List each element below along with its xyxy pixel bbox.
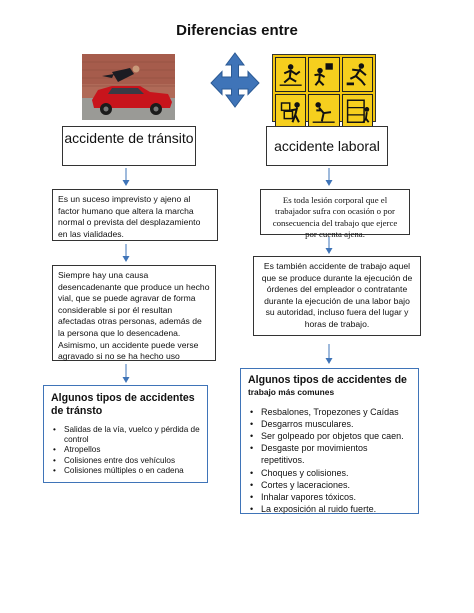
list-item: Desgaste por movimientos repetitivos. (248, 442, 411, 466)
down-arrow-icon (325, 344, 333, 364)
transito-note: Siempre hay una causa desencadenante que… (52, 265, 216, 361)
laboral-note: Es también accidente de trabajo aquel qu… (253, 256, 421, 336)
down-arrow-icon (122, 244, 130, 262)
list-item: Resbalones, Tropezones y Caídas (248, 406, 411, 418)
page-title: Diferencias entre (176, 22, 298, 39)
tripping-hazard-icon (341, 57, 373, 92)
laboral-definition: Es toda lesión corporal que el trabajado… (260, 189, 410, 239)
list-item: Ser golpeado por objetos que caen. (248, 430, 411, 442)
laboral-types-box: Algunos tipos de accidentes de trabajo m… (240, 368, 419, 516)
car-accident-photo (82, 54, 175, 120)
down-arrow-icon (122, 168, 130, 186)
laboral-types-list: Resbalones, Tropezones y Caídas Desgarro… (248, 406, 411, 516)
list-item: Colisiones múltiples o en cadena (51, 466, 200, 476)
down-arrow-icon (325, 237, 333, 254)
list-item: Atropellos (51, 445, 200, 455)
list-item: Inhalar vapores tóxicos. (248, 491, 411, 503)
falling-object-icon (308, 57, 340, 92)
falling-person-icon (308, 93, 340, 128)
four-way-arrow-icon (210, 52, 260, 108)
list-item: Cortes y laceraciones. (248, 479, 411, 491)
list-item: Desgarros musculares. (248, 418, 411, 430)
list-item: Colisiones entre dos vehículos (51, 456, 200, 466)
lifting-hazard-icon (275, 93, 307, 128)
shelf-collapse-icon (341, 93, 373, 128)
list-item: Salidas de la vía, vuelco y pérdida de c… (51, 425, 200, 445)
down-arrow-icon (122, 364, 130, 383)
slip-hazard-icon (275, 57, 307, 92)
heading-accidente-transito: accidente de tránsito (62, 126, 196, 166)
list-item: La exposición al ruido fuerte. (248, 503, 411, 515)
transito-types-box: Algunos tipos de accidentes de tránsto S… (43, 385, 208, 483)
workplace-hazard-icons (272, 54, 376, 128)
transito-types-title: Algunos tipos de accidentes de tránsto (51, 392, 195, 417)
transito-definition: Es un suceso imprevisto y ajeno al facto… (52, 189, 218, 241)
down-arrow-icon (325, 168, 333, 186)
heading-accidente-laboral: accidente laboral (266, 126, 388, 166)
laboral-types-title: Algunos tipos de accidentes de (248, 374, 407, 386)
laboral-types-subtitle: trabajo más comunes (248, 386, 335, 397)
list-item: Choques y colisiones. (248, 467, 411, 479)
transito-types-list: Salidas de la vía, vuelco y pérdida de c… (51, 425, 200, 476)
